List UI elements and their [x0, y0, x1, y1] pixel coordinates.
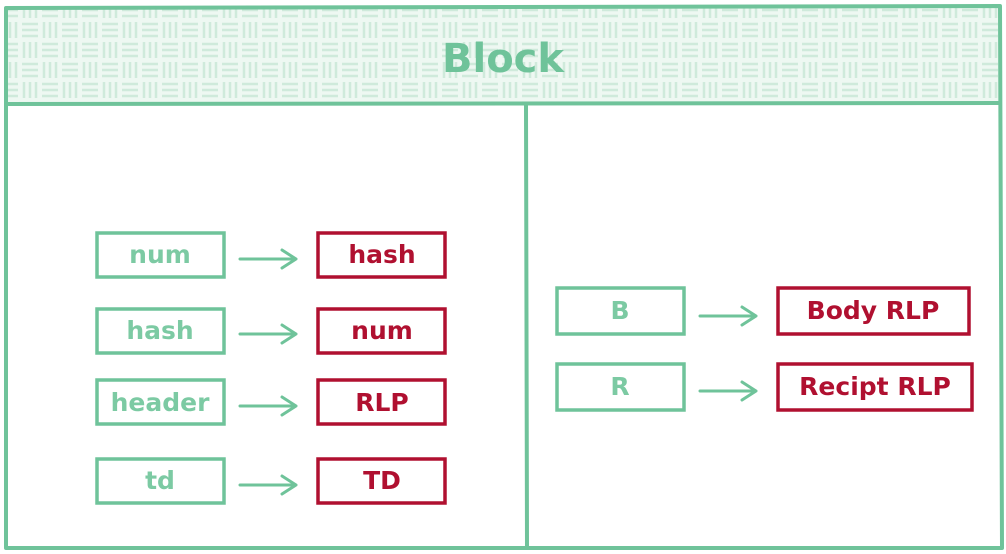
value-label: Recipt RLP [799, 372, 951, 401]
arrow-icon [238, 248, 298, 270]
mapping-row: B Body RLP [555, 286, 971, 336]
arrow-icon [698, 305, 758, 327]
arrow-icon [238, 474, 298, 496]
value-box [316, 457, 447, 505]
block-title: Block [442, 36, 565, 82]
key-box [95, 307, 226, 355]
panel-divider [524, 102, 529, 550]
value-label: hash [348, 240, 415, 269]
key-box [95, 378, 226, 426]
key-label: R [610, 372, 629, 401]
right-panel: B Body RLP R Recipt RLP [555, 286, 974, 412]
mapping-row: num hash [95, 231, 447, 279]
key-box [555, 286, 686, 336]
key-box [95, 231, 226, 279]
block-header-band [6, 8, 1000, 104]
mapping-row: td TD [95, 457, 447, 505]
left-panel: num hash hash num header RLP td TD [95, 231, 447, 505]
value-label: RLP [355, 388, 409, 417]
key-label: td [145, 466, 175, 495]
value-label: Body RLP [807, 296, 940, 325]
value-box [316, 307, 447, 355]
arrow-icon [238, 323, 298, 345]
key-label: hash [126, 316, 193, 345]
value-box [776, 286, 971, 336]
key-box [555, 362, 686, 412]
key-box [95, 457, 226, 505]
key-label: num [129, 240, 191, 269]
block-outer-frame [4, 4, 1004, 550]
key-label: header [111, 388, 210, 417]
header-divider [4, 101, 1002, 106]
value-box [776, 362, 974, 412]
value-box [316, 231, 447, 279]
arrow-icon [238, 395, 298, 417]
key-label: B [610, 296, 629, 325]
value-label: TD [363, 466, 401, 495]
mapping-row: hash num [95, 307, 447, 355]
value-box [316, 378, 447, 426]
mapping-row: header RLP [95, 378, 447, 426]
mapping-row: R Recipt RLP [555, 362, 974, 412]
arrow-icon [698, 380, 758, 402]
value-label: num [351, 316, 413, 345]
